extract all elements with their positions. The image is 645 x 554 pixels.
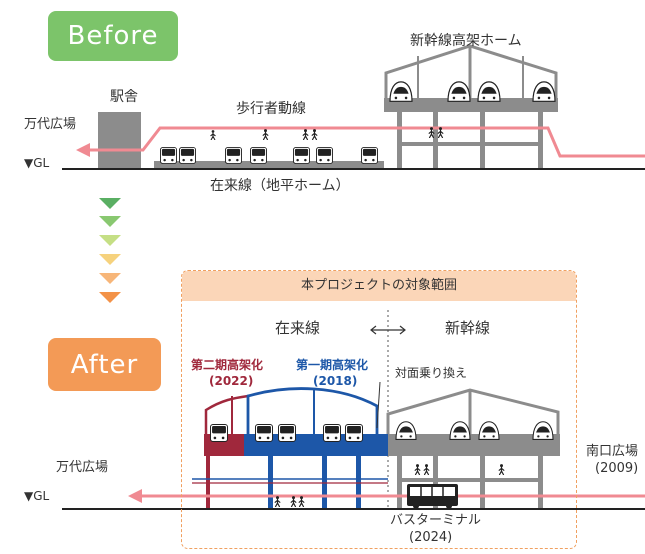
before-pedestrian-route xyxy=(88,126,645,158)
station-building-label: 駅舎 xyxy=(110,89,138,105)
after-gl-label: ▼GL xyxy=(24,489,50,503)
phase1-label: 第一期高架化 xyxy=(296,358,369,372)
train-icon xyxy=(160,147,177,164)
bus-terminal-label: バスターミナル xyxy=(390,513,482,528)
transfer-label: 対面乗り換え xyxy=(395,366,468,380)
conventional-line-label: 在来線（地平ホーム） xyxy=(210,178,350,194)
arrow-left-icon xyxy=(76,143,90,157)
after-badge-label: After xyxy=(70,349,139,380)
pedestrian-icon xyxy=(311,129,318,140)
train-icon xyxy=(179,147,196,164)
before-badge-label: Before xyxy=(67,21,159,51)
station-building xyxy=(98,112,141,168)
shinkansen-train-icon xyxy=(389,81,413,102)
project-scope-box: 本プロジェクトの対象範囲 xyxy=(181,270,577,549)
double-arrow-icon xyxy=(370,325,406,335)
before-gl-label: ▼GL xyxy=(24,156,50,170)
before-shinkansen-structure xyxy=(384,44,558,168)
transition-arrows xyxy=(99,198,121,303)
phase2-year: (2022) xyxy=(209,374,254,388)
transfer-pointer xyxy=(376,381,381,429)
after-shinkansen-structure xyxy=(386,388,560,508)
shinkansen-train-icon xyxy=(532,81,556,102)
pedestrian-line-label: 歩行者動線 xyxy=(236,101,306,117)
after-plaza-label: 万代広場 xyxy=(56,460,109,475)
south-plaza-label: 南口広場 xyxy=(586,444,639,459)
train-icon xyxy=(361,147,378,164)
before-plaza-label: 万代広場 xyxy=(24,117,77,132)
train-icon xyxy=(225,147,242,164)
bus-icon xyxy=(407,484,458,509)
shinkansen-train-icon xyxy=(477,81,501,102)
elevated-platform-label: 新幹線高架ホーム xyxy=(410,33,522,49)
phase2-label: 第二期高架化 xyxy=(191,358,264,372)
pedestrian-icon xyxy=(262,129,269,140)
south-plaza-year: (2009) xyxy=(595,461,639,476)
bus-terminal-year: (2024) xyxy=(409,530,453,545)
after-badge: After xyxy=(48,338,161,391)
train-icon xyxy=(293,147,310,164)
pedestrian-icon xyxy=(302,129,309,140)
shinkansen-train-icon xyxy=(447,81,471,102)
arrow-left-icon xyxy=(128,489,142,503)
train-icon xyxy=(250,147,267,164)
phase1-year: (2018) xyxy=(313,374,358,388)
pedestrian-icon xyxy=(210,130,216,140)
shinkansen-label: 新幹線 xyxy=(445,319,491,337)
project-scope-title: 本プロジェクトの対象範囲 xyxy=(182,271,576,301)
conventional-label: 在来線 xyxy=(275,319,321,337)
before-badge: Before xyxy=(48,11,178,61)
ground-platform xyxy=(154,161,384,168)
train-icon xyxy=(316,147,333,164)
